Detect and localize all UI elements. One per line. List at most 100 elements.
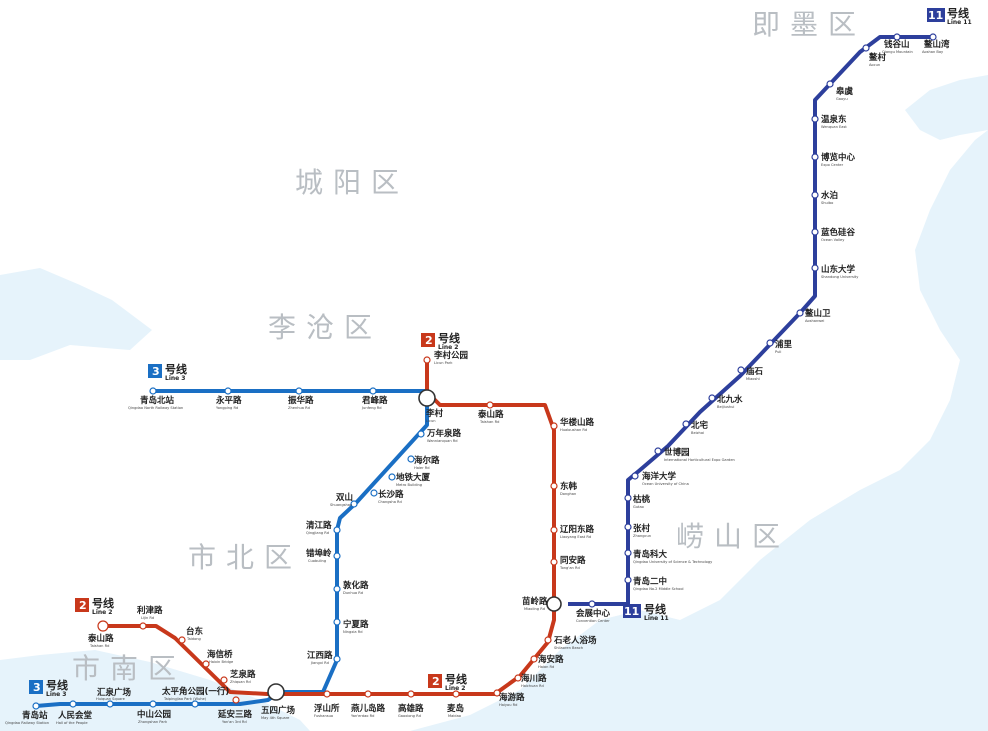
svg-text:2: 2 xyxy=(79,599,87,612)
station-expo-center[interactable] xyxy=(811,153,819,161)
station-liaoyang-east[interactable] xyxy=(550,526,558,534)
station-qiangu-mountain[interactable] xyxy=(893,33,901,41)
station-haixin-bridge[interactable] xyxy=(202,660,210,668)
station-aocun[interactable] xyxy=(862,44,870,52)
station-labels: 青岛北站 Qingdao North Railway Station 永平路 Y… xyxy=(5,39,950,725)
station-cuobuling[interactable] xyxy=(333,552,341,560)
label-miaoshi: 庙石 xyxy=(746,366,764,377)
station-yongping-rd[interactable] xyxy=(224,387,232,395)
station-taidong[interactable] xyxy=(178,636,186,644)
label-shandong-univ: 山东大学 xyxy=(821,264,856,275)
station-zhangcun[interactable] xyxy=(624,523,632,531)
station-donghan[interactable] xyxy=(550,482,558,490)
station-aoshanwei[interactable] xyxy=(796,309,804,317)
station-taishan-rd-west[interactable] xyxy=(97,620,109,632)
station-gaoxiong-rd[interactable] xyxy=(407,690,415,698)
station-hualoushan-rd[interactable] xyxy=(550,422,558,430)
label-puli-en: Puli xyxy=(775,350,781,354)
label-taishan-rd-west: 泰山路 xyxy=(87,633,114,644)
label-cuobuling: 错埠岭 xyxy=(306,548,332,559)
station-qingdao-keda[interactable] xyxy=(624,549,632,557)
station-ningxia-rd[interactable] xyxy=(333,618,341,626)
station-beijiushui[interactable] xyxy=(708,394,716,402)
station-taishan-rd[interactable] xyxy=(486,401,494,409)
sea-area-southwest xyxy=(0,650,310,731)
station-licun-park[interactable] xyxy=(423,356,431,364)
station-tongan-rd[interactable] xyxy=(550,558,558,566)
label-haixin-bridge-en: Haixin Bridge xyxy=(209,660,234,664)
station-convention-center[interactable] xyxy=(588,600,596,608)
label-haian-rd: 海安路 xyxy=(538,654,564,665)
station-maidao[interactable] xyxy=(452,690,460,698)
station-qingdao-station[interactable] xyxy=(32,702,40,710)
svg-text:号线: 号线 xyxy=(445,672,467,686)
station-haian-rd[interactable] xyxy=(530,655,538,663)
label-zhenhua-rd-en: Zhenhua Rd xyxy=(288,406,310,410)
label-qingjiang-rd-en: Qingjiang Rd xyxy=(306,531,329,535)
interchange-miaoling-rd[interactable] xyxy=(546,596,562,612)
station-haiyou-rd[interactable] xyxy=(493,689,501,697)
station-aoshan-bay[interactable] xyxy=(929,33,937,41)
label-zhangcun-en: Zhangcun xyxy=(633,534,651,538)
label-dunhua-rd-en: Dunhua Rd xyxy=(343,591,363,595)
station-shuibo[interactable] xyxy=(811,191,819,199)
label-wusi-square-en: May 4th Square xyxy=(261,716,290,720)
station-yanan-3rd[interactable] xyxy=(232,696,240,704)
station-beizhai[interactable] xyxy=(682,420,690,428)
station-qingjiang-rd[interactable] xyxy=(333,526,341,534)
label-qingdao-station: 青岛站 xyxy=(22,710,48,721)
station-gaoyu[interactable] xyxy=(826,80,834,88)
station-renmin-hall[interactable] xyxy=(69,700,77,708)
station-blue-valley[interactable] xyxy=(811,228,819,236)
station-yanerdao-rd[interactable] xyxy=(364,690,372,698)
label-taipingjiao-park: 太平角公园(一行) xyxy=(161,686,229,697)
label-liaoyang-east: 辽阳东路 xyxy=(560,524,595,535)
label-shilaoren-en: Shilaoren Beach xyxy=(554,646,583,650)
label-tongan-rd: 同安路 xyxy=(560,555,586,566)
station-jiangxi-rd[interactable] xyxy=(333,655,341,663)
label-zhiquan-rd: 芝泉路 xyxy=(230,669,256,680)
label-blue-valley: 蓝色硅谷 xyxy=(821,227,856,238)
station-zhenhua-rd[interactable] xyxy=(295,387,303,395)
station-shilaoren[interactable] xyxy=(544,636,552,644)
station-shuangshan[interactable] xyxy=(350,500,358,508)
station-dunhua-rd[interactable] xyxy=(333,585,341,593)
station-ocean-univ[interactable] xyxy=(631,472,639,480)
station-shandong-univ[interactable] xyxy=(811,264,819,272)
station-zhiquan-rd[interactable] xyxy=(220,676,228,684)
label-zhangcun: 张村 xyxy=(633,523,651,534)
station-miaoshi[interactable] xyxy=(737,366,745,374)
station-ditie-dasha[interactable] xyxy=(388,473,396,481)
interchange-licun[interactable] xyxy=(418,389,436,407)
station-junfeng-rd[interactable] xyxy=(369,387,377,395)
line-11 xyxy=(568,35,935,606)
station-haier-rd[interactable] xyxy=(407,455,415,463)
label-huiquan-square: 汇泉广场 xyxy=(97,687,132,698)
label-maidao: 麦岛 xyxy=(447,703,464,714)
station-haichuan-rd[interactable] xyxy=(514,674,522,682)
label-haichuan-rd: 海川路 xyxy=(521,673,547,684)
station-puli[interactable] xyxy=(766,339,774,347)
label-fushansuo-en: Fushansuo xyxy=(314,714,333,718)
station-wannianquan-rd[interactable] xyxy=(417,430,425,438)
station-changsha-rd[interactable] xyxy=(370,489,378,497)
badge-line11-top: 11 号线 Line 11 xyxy=(927,6,972,26)
label-ditie-dasha: 地铁大厦 xyxy=(396,472,431,483)
station-qingdao-north[interactable] xyxy=(149,387,157,395)
label-lijin-rd: 利津路 xyxy=(136,605,163,616)
station-huiquan-square[interactable] xyxy=(106,700,114,708)
interchange-wusi-square[interactable] xyxy=(267,683,285,701)
station-gutao[interactable] xyxy=(624,494,632,502)
station-wenquan-east[interactable] xyxy=(811,115,819,123)
station-expo-garden[interactable] xyxy=(654,447,662,455)
station-taipingjiao-park[interactable] xyxy=(191,700,199,708)
station-zhongshan-park[interactable] xyxy=(149,700,157,708)
label-aoshanwei-en: Aoshanwei xyxy=(805,319,824,323)
station-fushansuo[interactable] xyxy=(323,690,331,698)
label-convention-center: 会展中心 xyxy=(575,608,611,619)
station-qingdao-no2[interactable] xyxy=(624,576,632,584)
label-fushansuo: 浮山所 xyxy=(314,703,340,714)
station-lijin-rd[interactable] xyxy=(139,622,147,630)
svg-text:号线: 号线 xyxy=(947,6,969,20)
label-changsha-rd: 长沙路 xyxy=(378,489,404,500)
